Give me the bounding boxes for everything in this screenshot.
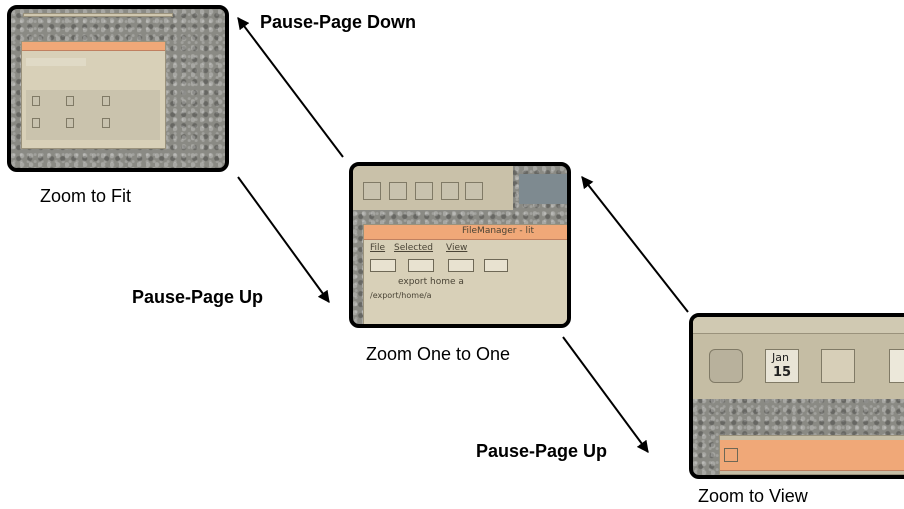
thumbnail-zoom-one-to-one[interactable]: FileManager - lit File Selected View exp… bbox=[349, 162, 571, 328]
mini-icon-area bbox=[26, 90, 160, 140]
panel-icon bbox=[389, 182, 407, 200]
window-titlebar bbox=[720, 440, 904, 471]
label-pause-page-up-2: Pause-Page Up bbox=[476, 441, 608, 461]
label-pause-page-up-1: Pause-Page Up bbox=[132, 287, 264, 307]
calendar-month: Jan bbox=[772, 351, 789, 364]
label-pause-page-down: Pause-Page Down bbox=[260, 12, 417, 32]
text-editor-icon bbox=[889, 349, 904, 383]
arrow-page-down bbox=[237, 17, 344, 158]
mini-front-panel bbox=[353, 166, 513, 210]
path-button[interactable] bbox=[408, 259, 434, 272]
menu-selected[interactable]: Selected bbox=[394, 243, 434, 253]
filemanager-window: FileManager - lit File Selected View exp… bbox=[363, 224, 567, 324]
calendar-icon: Jan 15 bbox=[765, 349, 799, 383]
file-icon bbox=[102, 118, 110, 128]
panel-icon bbox=[441, 182, 459, 200]
clock-icon bbox=[709, 349, 743, 383]
front-panel: Jan 15 bbox=[693, 317, 904, 399]
filemanager-titlebar: FileManager - lit bbox=[364, 225, 567, 240]
file-icon bbox=[32, 118, 40, 128]
path-button[interactable] bbox=[370, 259, 396, 272]
folder-icon bbox=[821, 349, 855, 383]
thumbnail-zoom-to-view[interactable]: Jan 15 bbox=[689, 313, 904, 479]
mini-toolbar bbox=[26, 58, 86, 66]
panel-top-strip bbox=[693, 317, 904, 334]
menu-file[interactable]: File bbox=[370, 243, 386, 253]
mini-titlebar bbox=[22, 42, 165, 51]
window-title: FileManager - lit bbox=[462, 226, 535, 236]
caption-zoom-one-to-one: Zoom One to One bbox=[366, 344, 511, 364]
mini-workspace-switch bbox=[519, 174, 567, 204]
panel-icon bbox=[465, 182, 483, 200]
panel-icon bbox=[415, 182, 433, 200]
status-path: /export/home/a bbox=[370, 291, 432, 300]
file-icon bbox=[102, 96, 110, 106]
caption-zoom-to-fit: Zoom to Fit bbox=[40, 186, 132, 206]
file-icon bbox=[66, 96, 74, 106]
window-menu-button[interactable] bbox=[724, 448, 738, 462]
path-button[interactable] bbox=[484, 259, 508, 272]
arrow-back-up bbox=[581, 176, 689, 313]
mini-filemanager-window bbox=[21, 41, 166, 149]
filemanager-titlebar-strip bbox=[719, 435, 904, 475]
calendar-day: 15 bbox=[773, 365, 792, 380]
mini-window bbox=[23, 13, 173, 17]
file-icon bbox=[32, 96, 40, 106]
arrow-page-up-2 bbox=[562, 336, 649, 453]
arrow-page-up-1 bbox=[237, 176, 330, 303]
file-icon bbox=[66, 118, 74, 128]
path-button[interactable] bbox=[448, 259, 474, 272]
panel-icon bbox=[363, 182, 381, 200]
path-text: export home a bbox=[398, 277, 464, 287]
caption-zoom-to-view: Zoom to View bbox=[698, 486, 808, 506]
thumbnail-zoom-to-fit[interactable] bbox=[7, 5, 229, 172]
menu-view[interactable]: View bbox=[446, 243, 468, 253]
